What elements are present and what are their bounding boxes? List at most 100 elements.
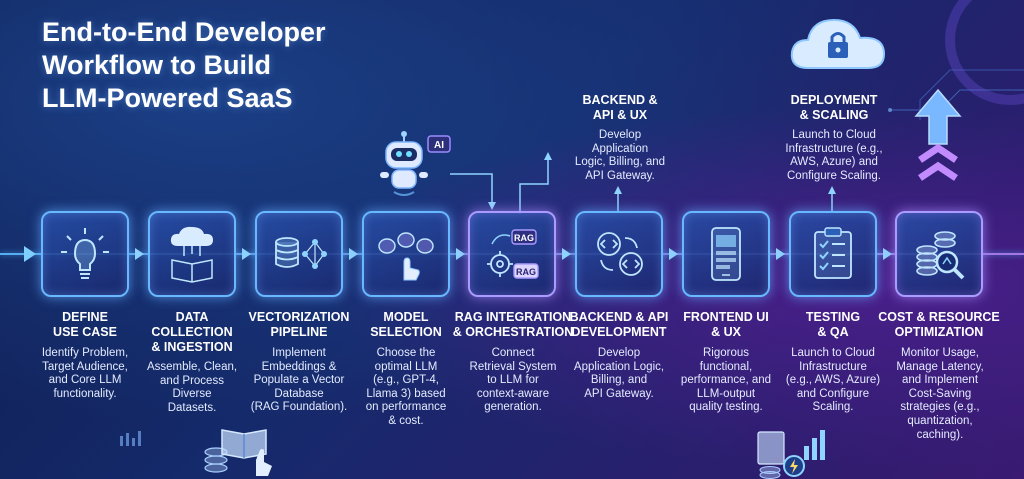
rag-to-backend-connector: [450, 152, 552, 214]
step-desc-line: Monitor Usage,: [901, 347, 979, 359]
deployment-callout-desc-line: Configure Scaling.: [787, 169, 881, 182]
step-desc-line: (e.g., AWS, Azure): [785, 374, 881, 387]
robot-ai-icon: AI: [380, 131, 451, 196]
step-title-define-use-case: DEFINE USE CASE: [29, 310, 141, 340]
step-desc-line: Application Logic,: [573, 360, 665, 373]
step-title-line: COLLECTION: [151, 325, 233, 339]
step-desc-line: Cost-Saving: [908, 387, 972, 400]
step-desc-line: functional,: [699, 360, 753, 373]
step-desc-line: Billing, and: [590, 374, 648, 387]
step-title-line: DEVELOPMENT: [571, 325, 667, 339]
step-box-testing: [789, 211, 877, 297]
mobile-ui-icon: [711, 227, 741, 281]
backend-callout-desc-line: Application: [591, 142, 649, 155]
flow-arrow: [883, 248, 892, 260]
energy-chart-decoration-icon: [757, 430, 825, 479]
step-desc-line: Rigorous: [702, 347, 750, 359]
step-desc-line: LLM-output: [696, 387, 756, 400]
flow-arrow: [242, 248, 251, 260]
rag-badge-top: RAG: [514, 233, 534, 243]
step-desc-line: Diverse: [172, 388, 212, 401]
step-desc-line: Target Audience,: [42, 360, 128, 373]
step-desc-line: Embeddings &: [261, 360, 337, 373]
step-title-rag-integration: RAG INTEGRATION & ORCHESTRATION: [452, 310, 574, 340]
step-desc-line: and Process: [160, 374, 224, 387]
flow-arrow: [776, 248, 785, 260]
step-title-data-collection: DATA COLLECTION & INGESTION: [136, 310, 248, 355]
step-title-model-selection: MODEL SELECTION: [350, 310, 462, 340]
flow-arrow: [349, 248, 358, 260]
title-line-2: Workflow to Build: [42, 50, 271, 80]
ai-badge: AI: [434, 140, 444, 151]
step-desc-line: and Core LLM: [48, 374, 122, 387]
brain-select-icon: [378, 232, 434, 281]
step-title-line: & ORCHESTRATION: [452, 325, 574, 339]
step-desc-backend-api: Develop Application Logic, Billing, and …: [565, 347, 673, 401]
step-desc-frontend-ui: Rigorous functional, performance, and LL…: [672, 347, 780, 415]
deployment-callout-desc-line: AWS, Azure) and: [790, 156, 878, 169]
step-desc-rag-integration: Connect Retrieval System to LLM for cont…: [459, 347, 567, 415]
step-box-cost-optimization: [895, 211, 983, 297]
step-desc-line: Launch to Cloud: [791, 347, 875, 359]
deployment-callout-desc-line: Launch to Cloud: [792, 129, 876, 141]
backend-callout-desc: Develop Application Logic, Billing, and …: [560, 129, 680, 183]
step-desc-line: functionality.: [53, 387, 117, 400]
step-box-backend-api: [575, 211, 663, 297]
step-desc-line: context-aware: [476, 387, 550, 400]
backend-callout-title: BACKEND & API & UX: [560, 93, 680, 123]
lightbulb-icon: [61, 228, 109, 279]
bars-decoration-icon: [120, 431, 141, 446]
step-desc-line: Choose the: [376, 347, 436, 359]
step-title-backend-api: BACKEND & API DEVELOPMENT: [563, 310, 675, 340]
step-title-line: & UX: [711, 325, 741, 339]
step-desc-line: optimal LLM: [374, 360, 438, 373]
step-desc-vectorization: Implement Embeddings & Populate a Vector…: [245, 347, 353, 415]
step-desc-testing: Launch to Cloud Infrastructure (e.g., AW…: [779, 347, 887, 415]
step-desc-line: Manage Latency,: [896, 360, 984, 373]
step-title-line: & QA: [817, 325, 849, 339]
step-desc-cost-optimization: Monitor Usage, Manage Latency, and Imple…: [886, 347, 994, 442]
flow-arrow: [562, 248, 571, 260]
backend-callout-desc-line: API Gateway.: [585, 169, 655, 182]
step-desc-line: Llama 3) based: [366, 387, 446, 400]
deployment-callout-connector: [828, 186, 836, 212]
step-title-line: DATA: [175, 310, 209, 324]
step-title-frontend-ui: FRONTEND UI & UX: [670, 310, 782, 340]
step-desc-line: Retrieval System: [469, 360, 557, 373]
step-title-line: TESTING: [805, 310, 861, 324]
deployment-callout: DEPLOYMENT & SCALING Launch to Cloud Inf…: [772, 93, 896, 183]
step-title-testing: TESTING & QA: [777, 310, 889, 340]
step-desc-line: quality testing.: [689, 401, 763, 414]
step-desc-line: (RAG Foundation).: [250, 401, 348, 414]
step-desc-line: Scaling.: [812, 401, 854, 414]
step-desc-line: Infrastructure: [799, 360, 867, 373]
step-desc-line: Populate a Vector: [253, 374, 345, 387]
step-desc-line: Identify Problem,: [41, 347, 129, 359]
step-desc-define-use-case: Identify Problem, Target Audience, and C…: [31, 347, 139, 401]
step-title-line: VECTORIZATION: [248, 310, 350, 324]
flow-arrow: [456, 248, 465, 260]
step-desc-line: performance, and: [680, 374, 772, 387]
step-desc-line: Datasets.: [167, 401, 217, 414]
step-title-line: BACKEND & API: [569, 310, 669, 324]
step-desc-line: strategies (e.g.,: [900, 401, 980, 414]
step-title-line: MODEL: [383, 310, 429, 324]
checklist-icon: [814, 227, 852, 279]
step-desc-line: API Gateway.: [584, 387, 654, 400]
rag-badge-bottom: RAG: [516, 267, 536, 277]
step-desc-line: quantization,: [907, 414, 973, 427]
backend-callout-desc-line: Logic, Billing, and: [574, 156, 666, 169]
data-book-decoration-icon: [204, 429, 272, 476]
step-desc-line: on performance: [365, 401, 447, 414]
step-title-line: OPTIMIZATION: [894, 325, 984, 339]
cloud-book-icon: [170, 226, 213, 283]
cost-magnifier-icon: [916, 231, 965, 280]
backend-callout-title-line: BACKEND &: [582, 93, 658, 107]
step-desc-line: Assemble, Clean,: [146, 361, 238, 373]
step-box-model-selection: [362, 211, 450, 297]
step-box-rag-integration: RAG RAG: [468, 211, 556, 297]
database-network-icon: [275, 237, 327, 269]
backend-callout: BACKEND & API & UX Develop Application L…: [560, 93, 680, 183]
step-box-data-collection: [148, 211, 236, 297]
flow-arrow: [135, 248, 144, 260]
